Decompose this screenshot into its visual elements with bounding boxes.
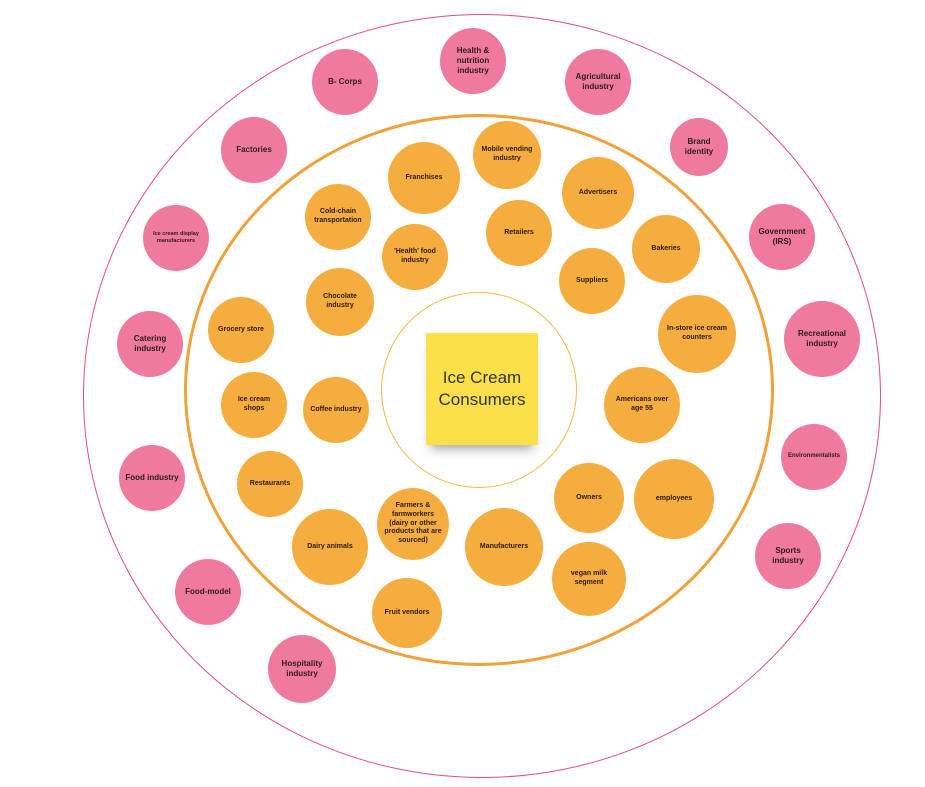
stakeholder-bubble-recreational-industry[interactable]: Recreational industry (784, 301, 860, 377)
stakeholder-label: Chocolate industry (323, 293, 357, 309)
stakeholder-bubble-hospitality-industry[interactable]: Hospitality industry (268, 635, 336, 703)
stakeholder-bubble-mobile-vending-industry[interactable]: Mobile vending industry (473, 121, 541, 189)
stakeholder-label: Coffee industry (310, 405, 362, 413)
stakeholder-bubble-farmers-farmworkers[interactable]: Farmers & farmworkers (dairy or other pr… (377, 488, 449, 560)
stakeholder-bubble-sports-industry[interactable]: Sports industry (755, 523, 821, 589)
stakeholder-bubble-environmentalists[interactable]: Environmentalists (781, 424, 847, 490)
stakeholder-label: Sports industry (772, 546, 804, 565)
stakeholder-bubble-health-food-industry[interactable]: 'Health' food industry (382, 224, 448, 290)
stakeholder-label: Food-model (185, 587, 231, 596)
stakeholder-bubble-coffee-industry[interactable]: Coffee industry (303, 377, 369, 443)
stakeholder-label: Mobile vending industry (481, 146, 533, 162)
stakeholder-bubble-catering-industry[interactable]: Catering industry (117, 311, 183, 377)
stakeholder-label: 'Health' food industry (394, 248, 436, 264)
stakeholder-label: Ice cream shops (237, 396, 271, 412)
stakeholder-label: Factories (236, 145, 272, 154)
stakeholder-bubble-factories[interactable]: Factories (221, 117, 287, 183)
stakeholder-label: vegan milk segment (570, 570, 608, 586)
stakeholder-label: employees (655, 494, 693, 502)
stakeholder-label: Advertisers (578, 188, 618, 196)
stakeholder-bubble-advertisers[interactable]: Advertisers (562, 157, 634, 229)
stakeholder-bubble-in-store-ice-cream-counters[interactable]: In-store ice cream counters (658, 295, 736, 373)
stakeholder-label: Recreational industry (797, 329, 847, 348)
stakeholder-bubble-food-industry[interactable]: Food industry (119, 445, 185, 511)
stakeholder-bubble-ice-cream-shops[interactable]: Ice cream shops (221, 372, 287, 438)
stakeholder-label: Restaurants (249, 479, 291, 487)
stakeholder-bubble-ice-cream-display-manufacturers[interactable]: Ice cream display manufacturers (143, 205, 209, 271)
stakeholder-label: Grocery store (218, 325, 264, 333)
stakeholder-bubble-health-nutrition-industry[interactable]: Health & nutrition industry (440, 28, 506, 94)
stakeholder-bubble-franchises[interactable]: Franchises (388, 142, 460, 214)
stakeholder-bubble-employees[interactable]: employees (634, 459, 714, 539)
stakeholder-bubble-restaurants[interactable]: Restaurants (237, 451, 303, 517)
stakeholder-label: Manufacturers (479, 542, 529, 550)
stakeholder-label: Americans over age 55 (615, 396, 669, 412)
stakeholder-bubble-owners[interactable]: Owners (554, 463, 624, 533)
stakeholder-label: Farmers & farmworkers (dairy or other pr… (384, 502, 442, 545)
stakeholder-bubble-agricultural-industry[interactable]: Agricultural industry (565, 49, 631, 115)
stakeholder-label: Suppliers (576, 276, 608, 284)
stakeholder-label: Fruit vendors (384, 608, 430, 616)
stakeholder-label: Agricultural industry (575, 72, 621, 91)
stakeholder-bubble-cold-chain-transportation[interactable]: Cold-chain transportation (305, 184, 371, 250)
outer-ring (83, 14, 881, 778)
inner-ring (381, 292, 577, 488)
stakeholder-bubble-grocery-store[interactable]: Grocery store (208, 297, 274, 363)
stakeholder-bubble-government-irs[interactable]: Government (IRS) (749, 204, 815, 270)
stakeholder-label: Hospitality industry (281, 659, 323, 678)
stakeholder-bubble-food-model[interactable]: Food-model (175, 559, 241, 625)
stakeholder-bubble-retailers[interactable]: Retailers (486, 200, 552, 266)
stakeholder-bubble-brand-identity[interactable]: Brand identity (670, 118, 728, 176)
stakeholder-label: Franchises (405, 173, 443, 181)
stakeholder-bubble-vegan-milk-segment[interactable]: vegan milk segment (552, 542, 626, 616)
stakeholder-bubble-bakeries[interactable]: Bakeries (632, 215, 700, 283)
stakeholder-label: B- Corps (328, 77, 362, 86)
stakeholder-label: Environmentalists (787, 453, 840, 460)
stakeholder-label: Government (IRS) (758, 227, 806, 246)
stakeholder-label: Brand identity (684, 137, 714, 156)
stakeholder-label: Owners (576, 493, 602, 501)
stakeholder-bubble-dairy-animals[interactable]: Dairy animals (292, 509, 368, 585)
stakeholder-label: Bakeries (651, 244, 681, 252)
stakeholder-label: Retailers (504, 228, 534, 236)
stakeholder-label: Catering industry (133, 334, 167, 353)
stakeholder-label: Dairy animals (307, 542, 353, 550)
stakeholder-label: In-store ice cream counters (667, 325, 727, 341)
stakeholder-bubble-manufacturers[interactable]: Manufacturers (465, 508, 543, 586)
center-sticky-note[interactable]: Ice Cream Consumers (426, 333, 538, 445)
stakeholder-label: Ice cream display manufacturers (153, 231, 199, 244)
stakeholder-bubble-suppliers[interactable]: Suppliers (559, 248, 625, 314)
stakeholder-label: Food industry (125, 473, 179, 482)
stakeholder-bubble-chocolate-industry[interactable]: Chocolate industry (306, 268, 374, 336)
stakeholder-bubble-americans-over-55[interactable]: Americans over age 55 (604, 367, 680, 443)
stakeholder-label: Cold-chain transportation (314, 208, 362, 224)
stakeholder-label: Health & nutrition industry (456, 46, 490, 75)
middle-ring (184, 114, 774, 666)
stakeholder-bubble-fruit-vendors[interactable]: Fruit vendors (372, 578, 442, 648)
stakeholder-bubble-b-corps[interactable]: B- Corps (312, 49, 378, 115)
